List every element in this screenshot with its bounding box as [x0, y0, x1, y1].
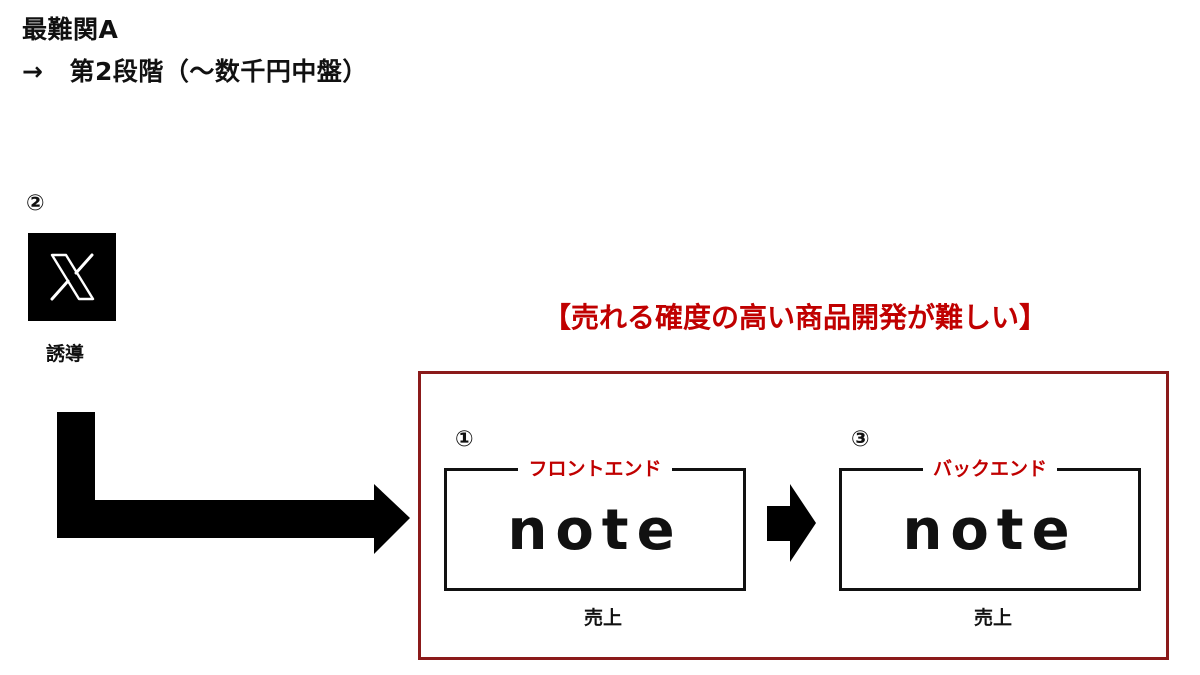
page-subtitle: → 第2段階（～数千円中盤） — [22, 56, 368, 88]
frontend-tag: フロントエンド — [518, 458, 672, 480]
product-frame — [418, 371, 1169, 660]
step-number-2: ② — [26, 191, 45, 216]
right-arrow-icon: → — [22, 57, 44, 86]
step-number-1: ① — [455, 427, 474, 452]
backend-sales-label: 売上 — [973, 607, 1012, 629]
frontend-sales-label: 売上 — [583, 607, 622, 629]
x-logo-icon — [28, 233, 116, 321]
stage-text: 第2段階（～数千円中盤） — [69, 57, 368, 86]
source-label: 誘導 — [46, 343, 85, 365]
note-logo: note — [902, 498, 1078, 563]
frontend-card: フロントエンド note — [444, 458, 746, 591]
note-logo: note — [507, 498, 683, 563]
backend-tag: バックエンド — [922, 458, 1057, 480]
headline: 【売れる確度の高い商品開発が難しい】 — [542, 301, 1047, 334]
step-number-3: ③ — [851, 427, 870, 452]
page-title: 最難関A — [22, 15, 119, 44]
backend-card: バックエンド note — [839, 458, 1141, 591]
